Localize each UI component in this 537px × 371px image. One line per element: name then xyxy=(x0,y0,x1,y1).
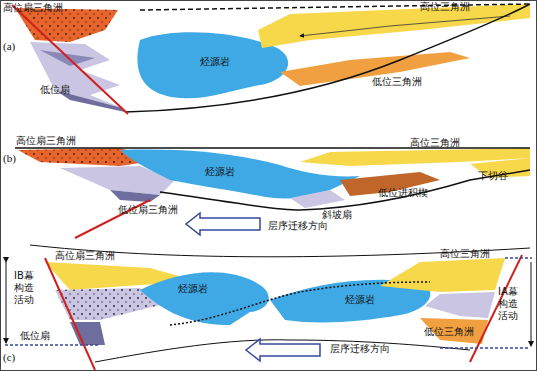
section-label: 斜坡扇 xyxy=(322,209,352,220)
section-label: 低位进积楔 xyxy=(378,187,428,198)
panel-letter: (a) xyxy=(3,40,15,52)
section-label: 低位扇 xyxy=(40,84,70,95)
section-label: 高位三角洲 xyxy=(410,137,460,148)
section-label: 低位三角洲 xyxy=(372,76,422,87)
section-label: 烃源岩 xyxy=(178,283,208,294)
section-label: 烃源岩 xyxy=(205,166,235,177)
section-label: 高位扇三角洲 xyxy=(16,135,76,146)
section-label: 层序迁移方向 xyxy=(330,343,390,354)
section-label: 层序迁移方向 xyxy=(268,220,328,231)
panel-letter: (c) xyxy=(3,351,15,363)
section-label: 烃源岩 xyxy=(200,56,230,67)
section-label: 高位三角洲 xyxy=(440,248,490,259)
section-label: 低位扇 xyxy=(20,330,50,341)
section-label: IA幕 构造 活动 xyxy=(496,286,520,322)
section-label: 高位扇三角洲 xyxy=(3,2,63,13)
section-label: 烃源岩 xyxy=(345,294,375,305)
section-label: 高位三角洲 xyxy=(420,1,470,12)
section-label: IB幕 构造 活动 xyxy=(12,270,36,306)
section-label: 低位三角洲 xyxy=(424,326,474,337)
section-label: 高位扇三角洲 xyxy=(55,250,115,261)
section-label: 低位扇三角洲 xyxy=(118,204,178,215)
section-label: 下切谷 xyxy=(478,170,508,181)
panel-letter: (b) xyxy=(3,152,16,164)
